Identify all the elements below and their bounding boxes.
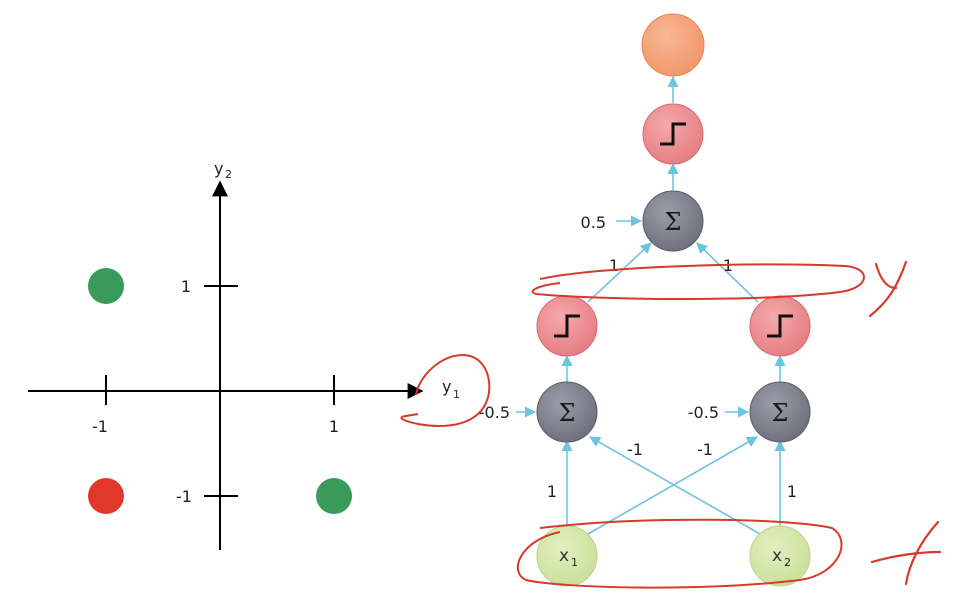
bias-label-right: -0.5	[688, 403, 719, 422]
data-point-3	[316, 478, 352, 514]
annotation-ellipse-hidden	[531, 263, 865, 300]
annotation-ellipse-inputs	[516, 518, 843, 589]
tick-label-x-pos: 1	[329, 417, 339, 436]
output-node	[641, 13, 705, 77]
data-points	[88, 268, 352, 514]
sum-symbol: Σ	[665, 208, 682, 236]
weight-label-x2-right: 1	[787, 482, 797, 501]
weight-label-x2-left: -1	[627, 440, 643, 459]
sum-node-right: Σ	[749, 381, 811, 443]
data-point-1	[88, 268, 124, 304]
y-axis-label: y	[214, 159, 223, 178]
input-x2-label: x	[772, 546, 782, 566]
bias-label-left: -0.5	[479, 403, 510, 422]
edge-x2-sumL	[589, 436, 761, 535]
data-point-2	[88, 478, 124, 514]
weight-label-x1-right: -1	[697, 440, 713, 459]
y-axis-subscript: 2	[225, 168, 232, 181]
annotation-letter-x	[870, 520, 942, 586]
edge-stepL-sumTop	[587, 242, 652, 303]
annotation-letter-y	[868, 260, 908, 318]
input-x1-label: x	[559, 546, 569, 566]
bias-label-top: 0.5	[581, 213, 606, 232]
annotation-loop-y1	[400, 354, 491, 427]
step-node-top	[642, 103, 704, 165]
input-x1-subscript: 1	[571, 556, 578, 569]
step-function-icon	[767, 314, 793, 338]
weight-label-left-top: 1	[609, 256, 619, 275]
scatter-plot: y 2 y 1 1 -1 -1 1	[28, 159, 491, 550]
x-axis-subscript: 1	[453, 388, 460, 401]
sum-node-left: Σ	[536, 381, 598, 443]
tick-label-y-neg: -1	[176, 487, 192, 506]
sum-symbol: Σ	[772, 399, 789, 427]
sum-node-top: Σ	[642, 190, 704, 252]
input-node-x2: x 2	[749, 525, 811, 587]
input-node-x1: x 1	[536, 525, 598, 587]
tick-label-x-neg: -1	[92, 417, 108, 436]
input-x2-subscript: 2	[784, 556, 791, 569]
step-function-icon	[554, 314, 580, 338]
edge-stepR-sumTop	[696, 242, 759, 303]
sum-symbol: Σ	[559, 399, 576, 427]
neural-network: Σ Σ Σ x 1 x 2 -0.5 -0.5	[479, 13, 942, 589]
step-function-icon	[660, 122, 686, 146]
step-node-right	[749, 295, 811, 357]
x-axis-label: y	[442, 377, 451, 396]
edge-x1-sumR	[587, 436, 758, 535]
tick-label-y-pos: 1	[181, 277, 191, 296]
weight-label-x1-left: 1	[547, 482, 557, 501]
step-node-left	[536, 295, 598, 357]
